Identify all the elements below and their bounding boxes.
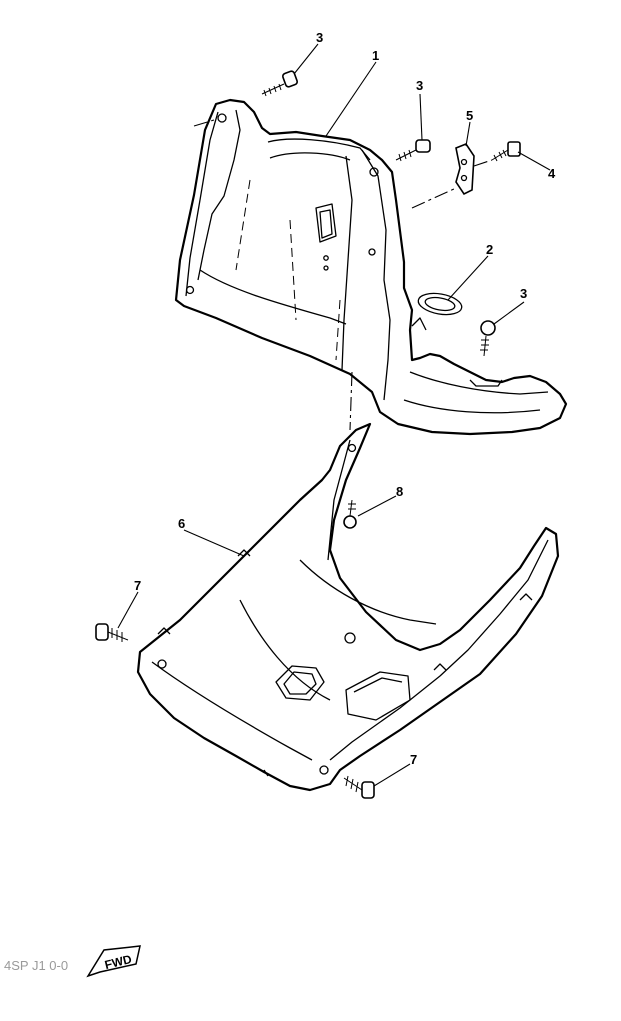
assembly-line-clip [411, 187, 457, 209]
callout-6: 6 [178, 516, 185, 531]
callout-5: 5 [466, 108, 473, 123]
callout-7b: 7 [410, 752, 417, 767]
grommet-seal [417, 292, 463, 316]
callout-2: 2 [486, 242, 493, 257]
screw-3-lower [480, 320, 496, 357]
leader-lines [117, 43, 551, 787]
callout-1: 1 [372, 48, 379, 63]
callout-3b: 3 [416, 78, 423, 93]
screw-8 [343, 499, 357, 529]
callout-3a: 3 [316, 30, 323, 45]
footrest-board-panel [136, 422, 560, 792]
assembly-line-screw4 [473, 159, 493, 167]
screw-3-mid [395, 139, 431, 162]
leg-shield-panel [174, 98, 568, 436]
bolt-7-right [343, 775, 375, 799]
clip-bracket [455, 143, 475, 196]
fwd-label: FWD [103, 952, 133, 972]
assembly-line-vertical [349, 371, 353, 431]
reference-code: 4SP J1 0-0 [4, 958, 68, 973]
callout-3c: 3 [520, 286, 527, 301]
callout-8: 8 [396, 484, 403, 499]
callout-7a: 7 [134, 578, 141, 593]
fwd-arrow-badge: FWD [86, 945, 141, 978]
assembly-line-left [193, 119, 215, 127]
screw-3-top [261, 70, 298, 97]
callout-4: 4 [548, 166, 556, 181]
bolt-7-left [95, 623, 129, 642]
screw-4 [491, 141, 521, 162]
